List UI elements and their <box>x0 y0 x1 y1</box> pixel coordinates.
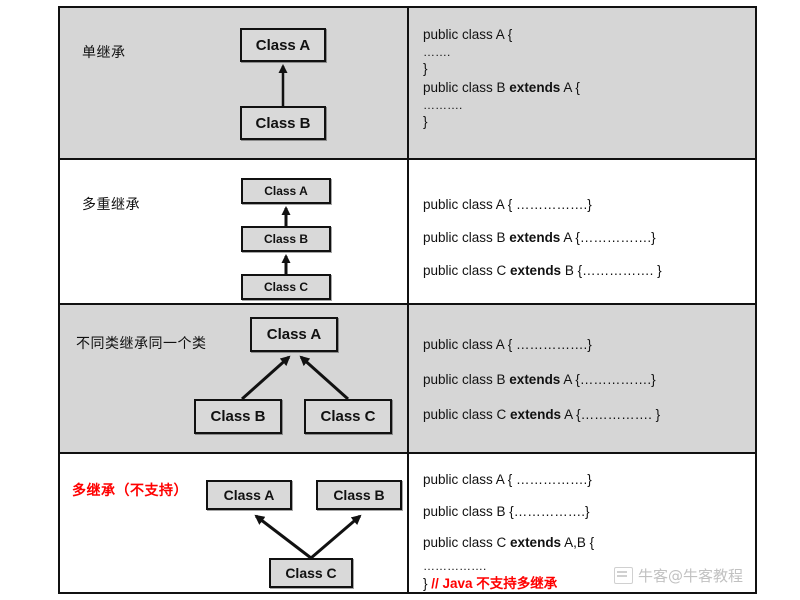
row2-code-cell: public class A { …………….} public class B … <box>409 160 755 303</box>
code-line: A {…………….} <box>560 372 656 388</box>
code-line: B {……………. } <box>561 263 662 279</box>
row4-arrows <box>254 514 362 560</box>
code-line: public class B {…………….} <box>423 503 590 519</box>
row4-arrow-c-to-b <box>310 514 362 560</box>
code-line: public class C <box>423 535 511 551</box>
row3-arrow-b-to-a <box>241 355 291 401</box>
code-line: public class B <box>423 372 510 388</box>
row2-class-a-box: Class A <box>241 178 331 204</box>
code-line: public class C <box>423 263 511 279</box>
row2-diagram-cell: 多重继承 Class A Class B Class C <box>60 160 409 303</box>
notebook-icon <box>613 567 633 584</box>
code-keyword: extends <box>509 372 561 388</box>
row3-class-c-box: Class C <box>304 399 392 434</box>
code-keyword: extends <box>510 535 562 551</box>
row3-diagram-cell: 不同类继承同一个类 Class A Class B Class C <box>60 305 409 452</box>
row4-label: 多继承（不支持） <box>72 483 188 499</box>
code-line: ………. <box>423 97 463 112</box>
watermark-text: 牛客@牛客教程 <box>637 567 743 585</box>
row4-code: public class A { …………….} public class B … <box>423 464 747 594</box>
row4-class-c-box: Class C <box>269 558 353 588</box>
table-row-multiple-inheritance: 多继承（不支持） Class A Class B Class C public <box>60 454 755 592</box>
code-line: public class C <box>423 407 511 423</box>
table-row-hierarchical-inheritance: 不同类继承同一个类 Class A Class B Class C public <box>60 305 755 452</box>
row1-label: 单继承 <box>82 45 126 61</box>
row4-code-cell: public class A { …………….} public class B … <box>409 454 755 592</box>
code-line: } <box>423 575 432 591</box>
row1-code-cell: public class A { ……. } public class B ex… <box>409 8 755 158</box>
watermark: 牛客@牛客教程 <box>613 565 743 586</box>
row1-class-a-box: Class A <box>240 28 326 62</box>
code-keyword: extends <box>509 230 561 246</box>
row-divider-3 <box>60 452 755 454</box>
code-line: A,B { <box>561 535 595 551</box>
row2-class-c-box: Class C <box>241 274 331 300</box>
row-divider-2 <box>60 303 755 305</box>
row4-arrow-c-to-a <box>254 514 312 560</box>
row3-arrow-c-to-a <box>299 355 349 401</box>
code-line: public class A { …………….} <box>423 472 592 487</box>
code-line: A { <box>560 79 580 95</box>
row3-label: 不同类继承同一个类 <box>76 336 207 352</box>
code-keyword: extends <box>510 263 562 279</box>
row2-code: public class A { …………….} public class B … <box>423 188 747 287</box>
row1-code: public class A { ……. } public class B ex… <box>423 26 747 131</box>
code-line: public class B <box>423 79 510 95</box>
row3-code: public class A { …………….} public class B … <box>423 327 747 432</box>
row2-label: 多重继承 <box>82 197 140 213</box>
row1-arrow-b-to-a <box>278 64 288 106</box>
row4-class-b-box: Class B <box>316 480 402 510</box>
code-line: public class A { …………….} <box>423 337 592 352</box>
table-row-single-inheritance: 单继承 Class A Class B public class A { ……. <box>60 8 755 158</box>
row2-arrows <box>281 206 291 274</box>
code-line: ……. <box>423 45 451 60</box>
row4-diagram-cell: 多继承（不支持） Class A Class B Class C <box>60 454 409 592</box>
row1-class-b-box: Class B <box>240 106 326 140</box>
code-line: } <box>423 114 428 130</box>
code-line: public class A { <box>423 27 513 42</box>
row1-diagram-cell: 单继承 Class A Class B <box>60 8 409 158</box>
code-keyword: extends <box>509 79 561 95</box>
table-row-multilevel-inheritance: 多重继承 Class A Class B Class C public clas <box>60 160 755 303</box>
row3-code-cell: public class A { …………….} public class B … <box>409 305 755 452</box>
code-line: ……………. <box>423 559 487 574</box>
row4-unsupported-comment: // Java 不支持多继承 <box>431 575 558 591</box>
row2-class-b-box: Class B <box>241 226 331 252</box>
row3-class-a-box: Class A <box>250 317 338 352</box>
code-line: A {……………. } <box>561 407 661 423</box>
code-line: } <box>423 61 428 77</box>
code-keyword: extends <box>510 407 562 423</box>
code-line: A {…………….} <box>560 230 656 246</box>
inheritance-table: 单继承 Class A Class B public class A { ……. <box>58 6 757 594</box>
row-divider-1 <box>60 158 755 160</box>
row3-class-b-box: Class B <box>194 399 282 434</box>
code-line: public class A { …………….} <box>423 197 592 212</box>
row4-class-a-box: Class A <box>206 480 292 510</box>
code-line: public class B <box>423 230 510 246</box>
